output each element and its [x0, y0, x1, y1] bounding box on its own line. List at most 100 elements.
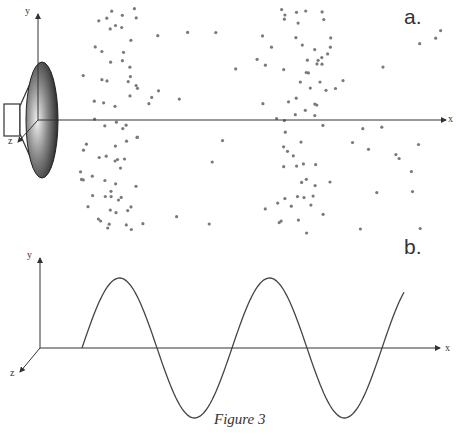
air-particle [125, 124, 128, 127]
air-particle [326, 52, 329, 55]
air-particle [321, 10, 324, 13]
air-particle [115, 121, 118, 124]
air-particle [114, 182, 117, 185]
air-particle [286, 150, 289, 153]
air-particle [264, 207, 267, 210]
air-particle [147, 102, 150, 105]
air-particle [91, 194, 94, 197]
air-particle [361, 127, 364, 130]
air-particle [341, 79, 344, 82]
air-particle [99, 219, 102, 222]
air-particle [439, 29, 442, 32]
air-particle [94, 45, 97, 48]
axes-a [18, 14, 446, 142]
air-particle [322, 18, 325, 21]
air-particle [135, 84, 138, 87]
air-particle [85, 143, 88, 146]
air-particle [334, 87, 337, 90]
air-particle [126, 209, 129, 212]
air-particle [129, 39, 132, 42]
air-particle [114, 211, 117, 214]
air-particle [329, 46, 332, 49]
air-particle [434, 37, 437, 40]
air-particle [329, 36, 332, 39]
air-particle [304, 9, 307, 12]
air-particle [398, 157, 401, 160]
air-particle [419, 227, 422, 230]
air-particle [109, 61, 112, 64]
air-particle [129, 75, 132, 78]
figure-caption: Figure 3 [214, 412, 266, 427]
air-particle [156, 34, 159, 37]
air-particle [305, 178, 308, 181]
air-particle [284, 131, 287, 134]
air-particle [283, 13, 286, 16]
air-particle [306, 59, 309, 62]
air-particle [314, 184, 317, 187]
air-particle [79, 170, 82, 173]
air-particle [122, 51, 125, 54]
air-particle [309, 87, 312, 90]
air-particle [100, 78, 103, 81]
air-particle [256, 58, 259, 61]
air-particle [418, 42, 421, 45]
air-particle [301, 44, 304, 47]
air-particle [120, 196, 123, 199]
air-particle [110, 195, 113, 198]
air-particle [295, 165, 298, 168]
air-particle [97, 19, 100, 22]
air-particle [125, 140, 128, 143]
axis-label: x [448, 114, 453, 124]
axis-label: x [445, 343, 450, 353]
air-particle [135, 16, 138, 19]
air-particle [109, 209, 112, 212]
air-particle [121, 59, 124, 62]
air-particle [105, 79, 108, 82]
panel-letter: b. [404, 236, 422, 257]
air-particle [108, 223, 111, 226]
air-particle [157, 89, 160, 92]
air-particle [214, 31, 217, 34]
air-particle [103, 179, 106, 182]
air-particle [299, 141, 302, 144]
air-particle [221, 139, 224, 142]
air-particle [91, 175, 94, 178]
air-particle [351, 141, 354, 144]
air-particle [211, 160, 214, 163]
air-particle [411, 190, 414, 193]
air-particle [114, 24, 117, 27]
air-particle [297, 219, 300, 222]
air-particle [313, 48, 316, 51]
air-particle [125, 223, 128, 226]
air-particle [86, 205, 89, 208]
air-particle [295, 11, 298, 14]
air-particle [278, 221, 281, 224]
air-particle [280, 8, 283, 11]
air-particle [105, 155, 108, 158]
air-particle [312, 195, 315, 198]
air-particle [317, 59, 320, 62]
air-particle [103, 124, 106, 127]
air-particle [282, 165, 285, 168]
air-particle [322, 213, 325, 216]
air-particle [287, 100, 290, 103]
air-particle [315, 62, 318, 65]
air-particle [141, 222, 144, 225]
air-particle [136, 136, 139, 139]
air-particle [175, 215, 178, 218]
air-particle [114, 145, 117, 148]
air-particle [305, 231, 308, 234]
air-particle [313, 114, 316, 117]
panel-letter: a. [404, 6, 422, 27]
air-particle [98, 156, 101, 159]
air-particle [309, 204, 312, 207]
air-particle [290, 205, 293, 208]
air-particle [320, 63, 323, 66]
air-particle [121, 14, 124, 17]
air-particle [282, 68, 285, 71]
air-particle [110, 10, 113, 13]
air-particle [264, 64, 267, 67]
air-particle [270, 46, 273, 49]
air-particle [297, 22, 300, 25]
